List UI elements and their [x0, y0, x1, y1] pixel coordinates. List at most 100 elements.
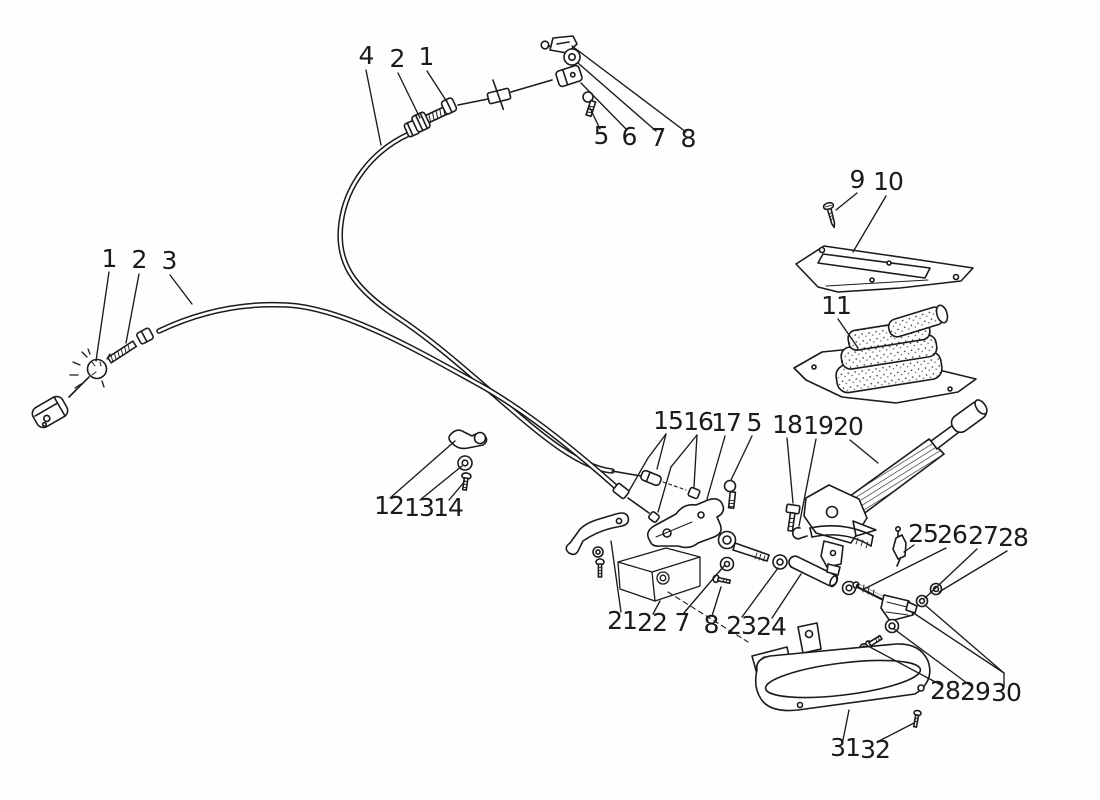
callout-label-23-27: 23	[726, 611, 756, 640]
equalizer-bracket	[646, 479, 737, 549]
callout-label-26-30: 26	[937, 520, 967, 549]
callout-label-25-29: 25	[908, 519, 938, 548]
plate-screw	[912, 709, 922, 728]
gear-boot	[793, 304, 977, 404]
callout-label-22-24: 22	[637, 608, 667, 637]
leader-line-9	[835, 192, 858, 211]
handbrake-lever	[785, 399, 988, 576]
callout-label-14-15: 14	[433, 493, 463, 522]
retaining-clip	[792, 526, 808, 540]
callout-label-19-21: 19	[803, 411, 833, 440]
callout-label-7-25: 7	[675, 608, 690, 637]
leader-line-7	[682, 565, 725, 615]
leader-line-30	[911, 611, 1005, 674]
pivot-bolt	[785, 503, 808, 540]
leader-line-19	[798, 438, 817, 527]
callout-label-31-36: 31	[830, 733, 860, 762]
equalizer-bolt	[723, 479, 737, 493]
rear-cable-left-end	[31, 327, 154, 429]
clevis-pin	[788, 555, 839, 588]
leader-line-10	[852, 195, 887, 253]
cable-clevis	[540, 35, 597, 118]
callout-label-30-35: 30	[991, 678, 1021, 707]
link-screw	[712, 574, 731, 585]
leader-line-20	[849, 439, 879, 464]
leader-line-28	[867, 645, 942, 686]
leader-line-8	[711, 586, 722, 617]
leader-line-22	[652, 600, 661, 615]
callout-label-21-23: 21	[607, 606, 637, 635]
leader-line-27	[924, 548, 978, 599]
callout-label-5-3: 5	[594, 121, 609, 150]
cable-adjuster	[403, 79, 553, 138]
leader-line-18	[786, 437, 794, 504]
cover-plate	[795, 201, 974, 293]
leader-line-26	[863, 547, 947, 590]
leader-line-17	[706, 435, 726, 500]
front-cable	[337, 35, 701, 500]
callout-label-18-20: 18	[772, 410, 802, 439]
callout-label-29-34: 29	[960, 677, 990, 706]
callout-label-11-12: 11	[821, 291, 851, 320]
callout-label-17-18: 17	[711, 408, 741, 437]
leader-line-31	[842, 709, 850, 741]
callout-label-7-5: 7	[651, 123, 666, 152]
leader-line-1	[426, 70, 448, 103]
callout-label-16-17: 16	[683, 407, 713, 436]
callout-label-28-32: 28	[998, 523, 1028, 552]
lever-mount-bracket	[820, 540, 844, 568]
callout-label-24-28: 24	[756, 612, 786, 641]
cable-fork-end	[31, 395, 69, 429]
callout-label-8-6: 8	[681, 124, 696, 153]
callout-label-1-7: 1	[102, 244, 117, 273]
leader-line-5	[730, 435, 753, 481]
leader-line-16	[693, 434, 698, 488]
leader-line-25	[903, 544, 915, 553]
leader-line-29	[893, 628, 972, 687]
callout-label-2-1: 2	[390, 44, 405, 73]
leader-line-11	[837, 318, 859, 349]
callout-label-10-11: 10	[873, 167, 903, 196]
burst-marks	[69, 348, 111, 389]
leader-line-13	[419, 465, 463, 501]
callout-label-4-0: 4	[359, 41, 374, 70]
clamp-and-fasteners	[448, 429, 488, 491]
callout-label-12-13: 12	[374, 491, 404, 520]
leader-line-5	[589, 107, 601, 130]
adjuster-nut	[86, 358, 108, 380]
callout-leader-lines	[95, 45, 1008, 743]
callout-label-27-31: 27	[968, 521, 998, 550]
leader-line-3	[169, 274, 193, 305]
callout-label-9-10: 9	[850, 165, 865, 194]
pawl	[892, 525, 907, 567]
callout-label-15-16: 15	[653, 406, 683, 435]
leader-line-1	[95, 271, 110, 362]
callout-label-1-2: 1	[419, 42, 434, 71]
cable-barrel-nut	[687, 486, 701, 500]
rear-cable	[31, 301, 661, 523]
leader-line-21	[610, 540, 622, 613]
phantom-box	[617, 547, 749, 643]
clevis-pin-bolt	[582, 91, 594, 103]
mount-plate	[751, 622, 931, 728]
leader-line-15	[656, 433, 667, 470]
leader-line-2	[397, 72, 421, 119]
callout-label-32-37: 32	[860, 735, 890, 764]
callout-label-8-26: 8	[704, 610, 719, 639]
leader-line-30	[924, 604, 1005, 687]
callout-label-13-14: 13	[404, 493, 434, 522]
callout-label-2-8: 2	[132, 245, 147, 274]
leader-line-16	[657, 434, 698, 513]
callout-label-6-4: 6	[622, 122, 637, 151]
leader-line-14	[448, 480, 466, 501]
leader-line-23	[741, 567, 779, 618]
leader-line-15	[628, 433, 667, 492]
leader-line-2	[125, 273, 140, 344]
leader-line-28	[938, 550, 1008, 593]
leader-line-6	[580, 82, 628, 131]
cable-end-fitting	[640, 469, 662, 487]
callout-label-28-33: 28	[930, 676, 960, 705]
